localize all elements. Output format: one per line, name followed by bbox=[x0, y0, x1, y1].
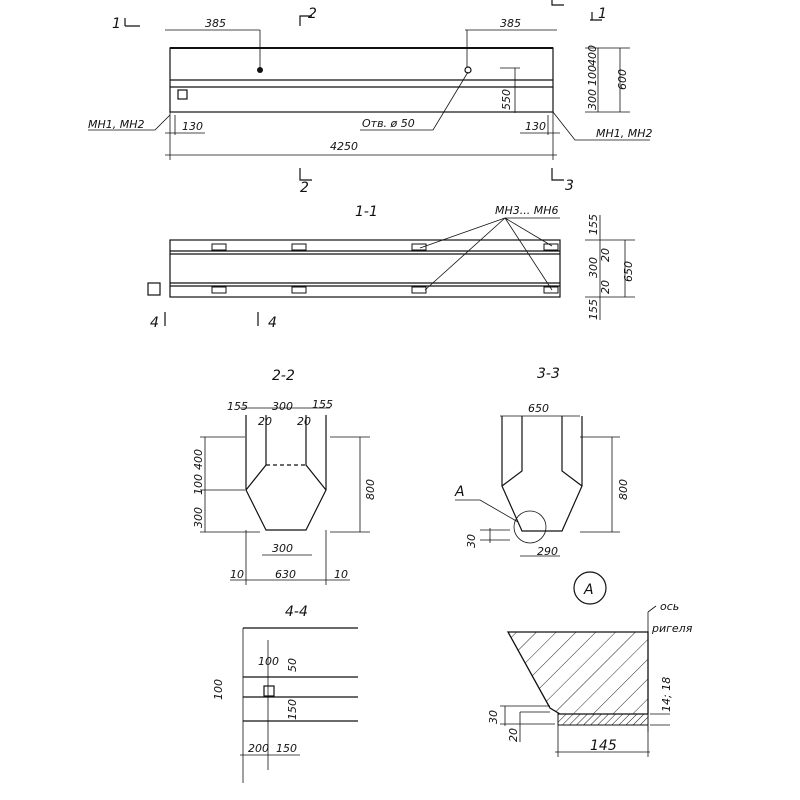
dim-150: 150 bbox=[276, 742, 297, 755]
dim-630: 630 bbox=[275, 568, 296, 581]
section-1-1: 1-1 МН3... МН6 155 20 300 20 155 650 4 4 bbox=[147, 204, 635, 331]
dim-400: 400 bbox=[586, 45, 599, 66]
dim-20-bottom: 20 bbox=[599, 280, 612, 294]
detail-ref: А bbox=[454, 484, 465, 500]
dim-300: 300 bbox=[587, 257, 600, 278]
section-4-4: 4-4 100 50 100 150 200 150 bbox=[212, 604, 358, 783]
detail-a-circle bbox=[573, 571, 607, 605]
dim-100: 100 bbox=[192, 474, 205, 495]
dim-800: 800 bbox=[364, 479, 377, 500]
dim-650: 650 bbox=[622, 261, 635, 282]
dim-4250: 4250 bbox=[330, 140, 358, 153]
section-3-3-title: 3-3 bbox=[537, 366, 560, 382]
detail-a-title: А bbox=[583, 582, 594, 598]
mesh-label-right: МН1, МН2 bbox=[596, 127, 653, 140]
plan-view: 1 1 2 2 3 385 385 Отв. ø 50 4250 130 130… bbox=[88, 0, 653, 196]
dim-145: 145 bbox=[590, 738, 617, 754]
section-2-mark: 2 bbox=[308, 6, 317, 22]
section-4-mark-right: 4 bbox=[268, 315, 277, 331]
section-1-mark: 1 bbox=[112, 16, 121, 32]
mark-symbol bbox=[177, 89, 188, 100]
axis-label-1: ось bbox=[660, 600, 679, 613]
section-4-mark-left: 4 bbox=[150, 315, 159, 331]
dim-385-left: 385 bbox=[205, 17, 226, 30]
dim-155-top: 155 bbox=[587, 214, 600, 235]
section-3-mark: 3 bbox=[565, 178, 574, 194]
dim-155-right: 155 bbox=[312, 398, 333, 411]
dim-20: 20 bbox=[507, 728, 520, 742]
dim-10-left: 10 bbox=[230, 568, 244, 581]
dim-550: 550 bbox=[500, 89, 513, 110]
dim-30: 30 bbox=[487, 710, 500, 724]
dim-20-top: 20 bbox=[599, 248, 612, 262]
dim-100-side: 100 bbox=[212, 679, 225, 700]
dim-400: 400 bbox=[192, 449, 205, 470]
section-3-3: 3-3 650 800 А 30 290 bbox=[454, 366, 630, 558]
dim-155-left: 155 bbox=[227, 400, 248, 413]
section-1-1-title: 1-1 bbox=[355, 204, 378, 220]
dim-130-left: 130 bbox=[182, 120, 203, 133]
hole-label: Отв. ø 50 bbox=[362, 117, 415, 130]
axis-label-2: ригеля bbox=[651, 622, 693, 635]
dim-300-top: 300 bbox=[272, 400, 293, 413]
dim-300: 300 bbox=[586, 89, 599, 110]
section-2-2-title: 2-2 bbox=[272, 368, 295, 384]
mesh-label-left: МН1, МН2 bbox=[88, 118, 145, 131]
detail-a: А ось ригеля 30 20 145 14; 18 bbox=[487, 571, 693, 757]
dim-50: 50 bbox=[286, 658, 299, 672]
section-1-mark-right: 1 bbox=[598, 6, 607, 22]
detail-a-callout bbox=[513, 510, 547, 544]
rebar-label: 14; 18 bbox=[660, 677, 673, 712]
section-4-4-title: 4-4 bbox=[285, 604, 308, 620]
dim-150-side: 150 bbox=[286, 699, 299, 720]
dim-650: 650 bbox=[528, 402, 549, 415]
dim-30: 30 bbox=[465, 534, 478, 548]
dim-290: 290 bbox=[537, 545, 558, 558]
dim-20-left: 20 bbox=[258, 415, 272, 428]
section-2-mark-bottom: 2 bbox=[300, 180, 309, 196]
dim-200: 200 bbox=[248, 742, 269, 755]
dim-800: 800 bbox=[617, 479, 630, 500]
dim-155-bottom: 155 bbox=[587, 299, 600, 320]
dim-100-top: 100 bbox=[258, 655, 279, 668]
dim-385-right: 385 bbox=[500, 17, 521, 30]
dim-300-side: 300 bbox=[192, 507, 205, 528]
dim-600: 600 bbox=[616, 69, 629, 90]
mesh-label-mn3-mn6: МН3... МН6 bbox=[495, 204, 559, 217]
dim-300-bottom: 300 bbox=[272, 542, 293, 555]
section-2-2: 2-2 155 300 155 20 20 400 100 300 800 30… bbox=[192, 368, 377, 585]
dim-20-right: 20 bbox=[297, 415, 311, 428]
dim-10-right: 10 bbox=[334, 568, 348, 581]
dim-130-right: 130 bbox=[525, 120, 546, 133]
dim-100: 100 bbox=[586, 65, 599, 86]
